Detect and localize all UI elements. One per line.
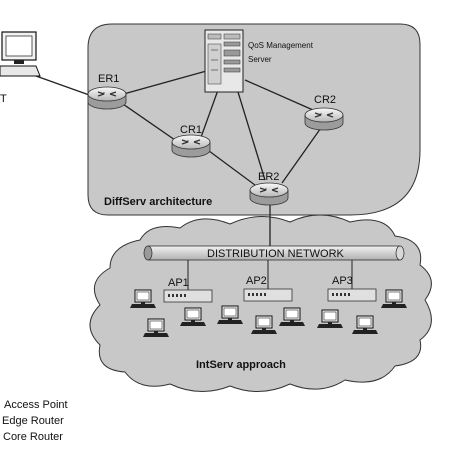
qos-management-server bbox=[204, 29, 244, 93]
ap-drop-lines bbox=[187, 260, 353, 290]
router-er2-icon bbox=[249, 182, 289, 206]
legend-item-core-router: Core Router bbox=[3, 431, 63, 443]
host-computer-icon bbox=[0, 31, 41, 77]
qos-server-label-line1: QoS Management bbox=[248, 41, 314, 50]
access-point-ap2-label: AP2 bbox=[246, 275, 267, 287]
access-point-ap3-label: AP3 bbox=[332, 275, 353, 287]
legend: Access Point Edge Router Core Router bbox=[0, 397, 120, 445]
legend-item-access-point: Access Point bbox=[4, 399, 68, 411]
access-point-ap3-icon bbox=[327, 288, 377, 302]
distribution-network-pipe bbox=[143, 245, 405, 261]
host-label: T bbox=[0, 93, 7, 105]
diffserv-domain-shape bbox=[87, 23, 421, 216]
router-er2-label: ER2 bbox=[258, 171, 279, 183]
distribution-network-label: DISTRIBUTION NETWORK bbox=[207, 248, 345, 260]
access-point-ap1-label: AP1 bbox=[168, 277, 189, 289]
intserv-label: IntServ approach bbox=[196, 359, 286, 371]
diffserv-links bbox=[35, 69, 324, 248]
access-point-ap1-icon bbox=[163, 289, 213, 303]
router-cr2-label: CR2 bbox=[314, 94, 336, 106]
access-point-ap2-icon bbox=[243, 288, 293, 302]
router-er1-label: ER1 bbox=[98, 73, 119, 85]
legend-item-edge-router: Edge Router bbox=[2, 415, 64, 427]
diffserv-label: DiffServ architecture bbox=[104, 196, 212, 208]
qos-server-label-line2: Server bbox=[248, 55, 272, 64]
router-cr2-icon bbox=[304, 107, 344, 131]
router-cr1-label: CR1 bbox=[180, 124, 202, 136]
router-cr1-icon bbox=[171, 134, 211, 158]
router-er1-icon bbox=[87, 86, 127, 110]
